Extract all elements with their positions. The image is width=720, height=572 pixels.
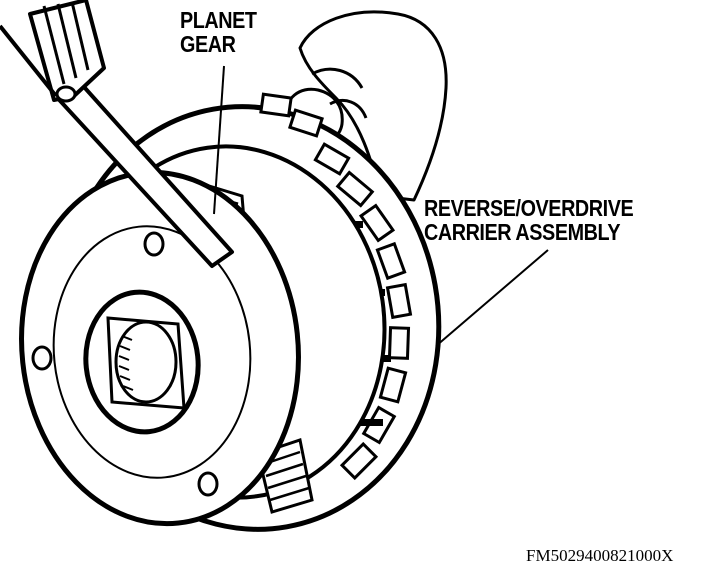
planet-gear-label: PLANET GEAR: [180, 8, 257, 56]
planet-gear-leader: [213, 65, 225, 215]
planet-gear-label-line1: PLANET: [180, 7, 257, 33]
flange-inner-ring: [52, 225, 252, 479]
carrier-assembly-label: REVERSE/OVERDRIVE CARRIER ASSEMBLY: [424, 195, 634, 245]
center-hub: [83, 289, 201, 435]
carrier-leader: [435, 249, 549, 347]
feeler-gauge-tool: [0, 0, 234, 268]
carrier-assembly-label-line1: REVERSE/OVERDRIVE: [424, 195, 634, 221]
figure-id: FM5029400821000X: [526, 546, 674, 565]
carrier-assembly-label-line2: CARRIER ASSEMBLY: [424, 219, 621, 245]
planet-gear-label-line2: GEAR: [180, 31, 236, 57]
bolt-holes: [31, 231, 219, 497]
